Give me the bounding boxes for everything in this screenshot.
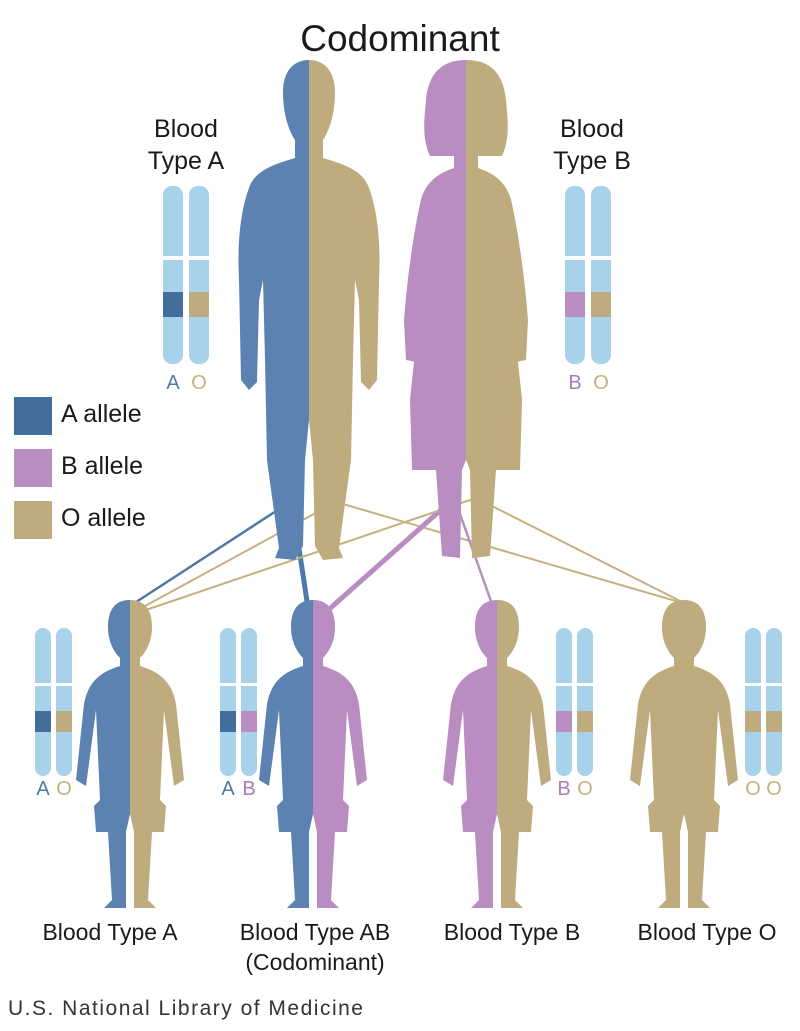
allele-letter: B <box>568 372 581 394</box>
allele-letter: B <box>242 778 255 800</box>
label-line: (Codominant) <box>245 949 385 975</box>
chromosome <box>189 186 209 364</box>
centromere <box>34 683 74 686</box>
allele-letter: A <box>221 778 235 800</box>
legend-label: B allele <box>61 452 143 480</box>
allele-letter: B <box>557 778 570 800</box>
child-figure-o <box>630 600 738 908</box>
allele-letter: A <box>36 778 50 800</box>
connector-line <box>335 501 687 605</box>
chromosome-pair-father <box>162 186 210 364</box>
chromosome <box>35 628 51 776</box>
allele-letter: O <box>593 372 609 394</box>
diagram-title: Codominant <box>300 18 500 59</box>
a-allele-band <box>35 711 51 732</box>
o-allele-band <box>591 292 611 317</box>
centromere <box>744 683 784 686</box>
centromere <box>564 256 612 260</box>
child-ab-label: Blood Type AB (Codominant) <box>220 917 410 977</box>
allele-letter: O <box>766 778 782 800</box>
connector-line <box>324 498 454 614</box>
b-allele-band <box>556 711 572 732</box>
legend-swatch <box>14 397 52 435</box>
chromosome-pair-child-o <box>744 628 784 776</box>
mother-blood-type-label: Blood Type B <box>527 113 657 177</box>
o-allele-band <box>766 711 782 732</box>
chromosome <box>56 628 72 776</box>
b-allele-band <box>241 711 257 732</box>
chromosome <box>556 628 572 776</box>
chromosome-pair-mother <box>564 186 612 364</box>
allele-letter: O <box>191 372 207 394</box>
legend-label: O allele <box>61 504 146 532</box>
chromosome <box>241 628 257 776</box>
chromosome-pair-child-a <box>34 628 74 776</box>
chromosome <box>220 628 236 776</box>
a-allele-band <box>220 711 236 732</box>
credit-footer: U.S. National Library of Medicine <box>8 997 365 1020</box>
a-allele-band <box>163 292 183 317</box>
o-allele-band <box>189 292 209 317</box>
o-allele-band <box>56 711 72 732</box>
child-figure-ab <box>259 600 367 908</box>
chromosome <box>745 628 761 776</box>
chromosome <box>565 186 585 364</box>
label-line: Type B <box>553 147 631 175</box>
chromosome <box>766 628 782 776</box>
allele-letter: O <box>745 778 761 800</box>
b-allele-band <box>565 292 585 317</box>
o-allele-band <box>745 711 761 732</box>
connector-line <box>129 500 291 608</box>
child-o-label: Blood Type O <box>637 919 777 945</box>
centromere <box>219 683 259 686</box>
label-line: Blood Type AB <box>239 919 391 945</box>
child-figure-a <box>76 600 184 908</box>
legend-swatch <box>14 501 52 539</box>
child-a-label: Blood Type A <box>42 919 178 945</box>
father-blood-type-label: Blood Type A <box>121 113 251 177</box>
centromere <box>555 683 595 686</box>
inheritance-lines <box>129 497 687 615</box>
o-allele-band <box>577 711 593 732</box>
chromosome <box>591 186 611 364</box>
father-figure <box>238 60 380 560</box>
child-figure-b <box>443 600 551 908</box>
mother-figure <box>404 60 528 558</box>
connector-line <box>133 497 477 615</box>
label-line: Type A <box>147 147 225 175</box>
label-line: Blood <box>560 115 624 143</box>
legend-label: A allele <box>61 400 142 428</box>
legend-swatch <box>14 449 52 487</box>
chromosome <box>163 186 183 364</box>
connector-line <box>475 497 687 605</box>
chromosome-pair-child-b <box>555 628 595 776</box>
allele-letter: O <box>577 778 593 800</box>
chromosome-pair-child-ab <box>219 628 259 776</box>
chromosome <box>577 628 593 776</box>
child-b-label: Blood Type B <box>443 919 581 945</box>
allele-letter: O <box>56 778 72 800</box>
allele-letter: A <box>166 372 180 394</box>
label-line: Blood <box>154 115 218 143</box>
centromere <box>162 256 210 260</box>
